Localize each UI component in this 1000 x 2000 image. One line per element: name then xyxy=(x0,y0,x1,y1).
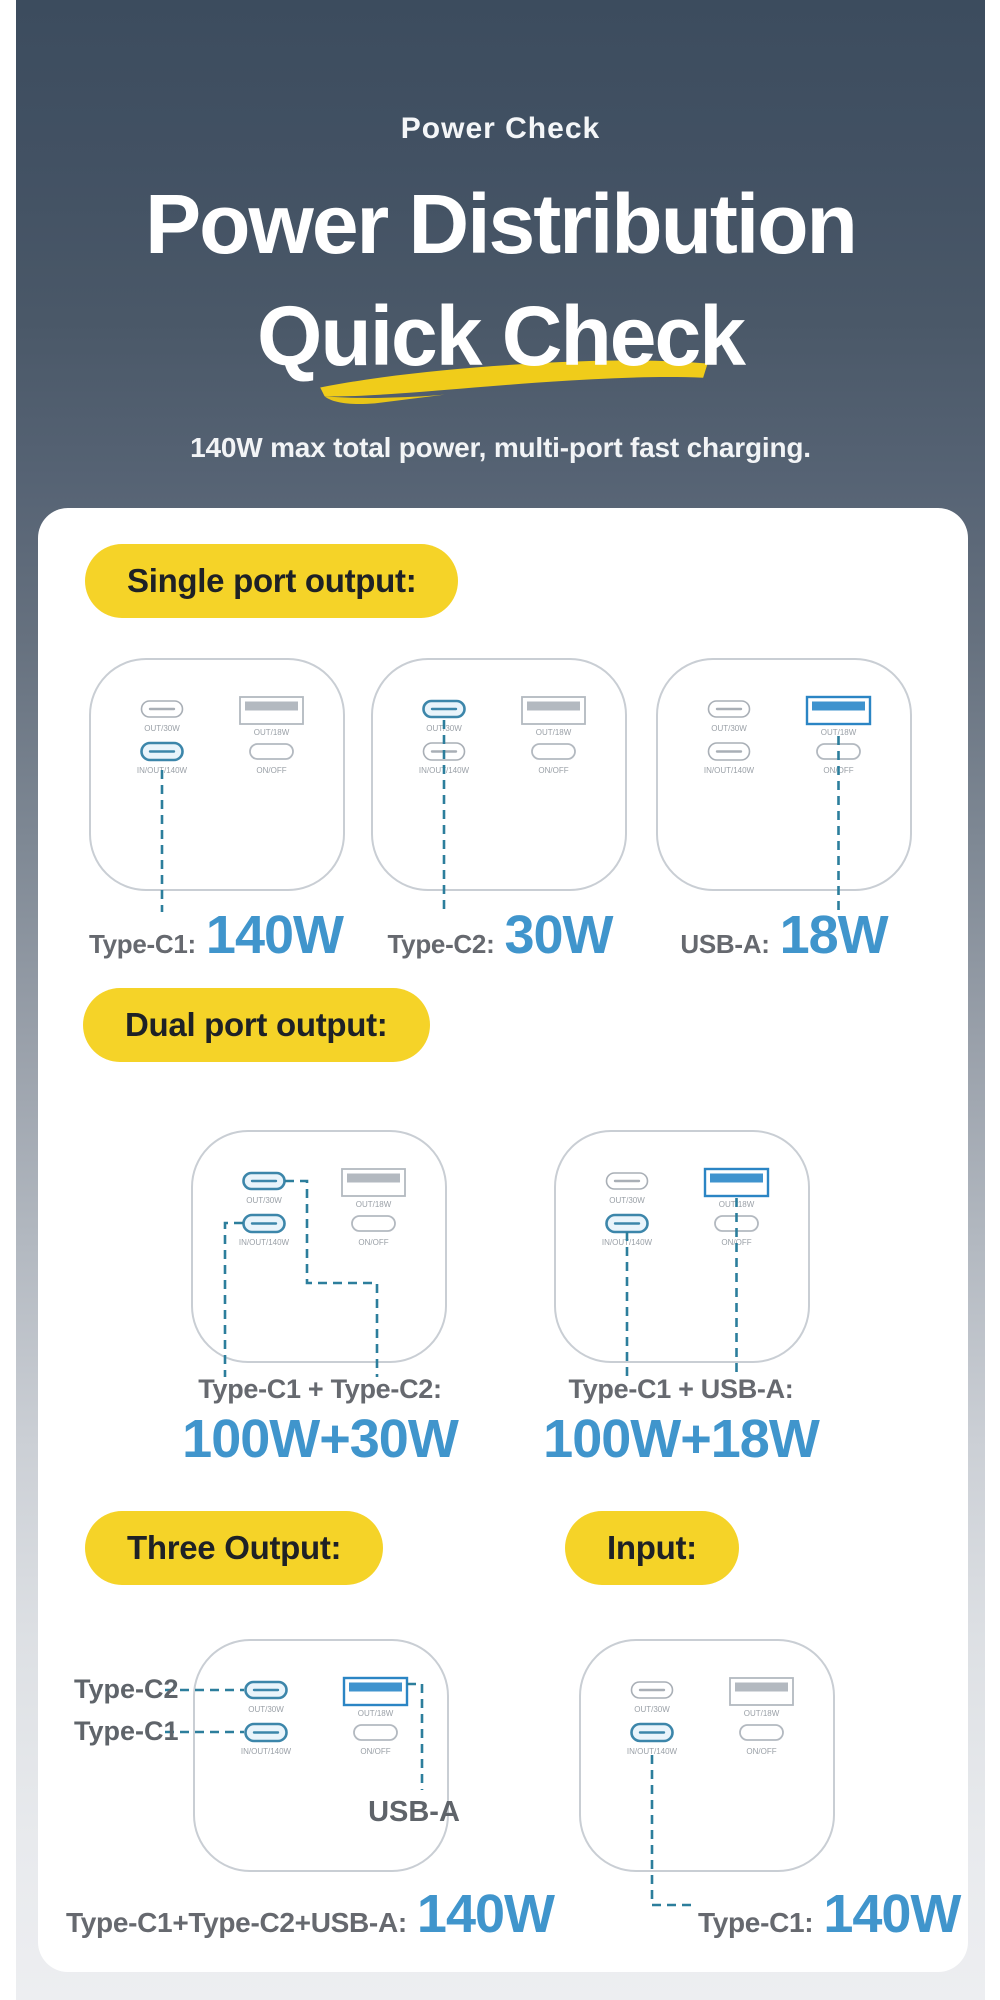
caption-label: Type-C1: xyxy=(89,929,196,959)
typec-top-port-icon xyxy=(140,700,184,718)
onoff-button-icon xyxy=(351,1215,396,1232)
typec-top-label: OUT/30W xyxy=(609,1196,645,1205)
section-pill-single: Single port output: xyxy=(85,544,459,618)
charger-panel-three-output: OUT/30W IN/OUT/140W OUT/18W ON/OFF xyxy=(193,1639,449,1872)
typec-bottom-label: IN/OUT/140W xyxy=(704,766,755,775)
usba-port-icon xyxy=(521,696,586,725)
content-card: Single port output: Dual port output: Th… xyxy=(38,508,968,1972)
typec-bottom-label: IN/OUT/140W xyxy=(602,1238,653,1247)
typec-bottom-port-icon xyxy=(140,741,184,762)
caption-value: 140W xyxy=(416,1884,555,1944)
typec-bottom-port-icon xyxy=(707,742,751,761)
caption-dual-c1c2-value: 100W+30W xyxy=(182,1409,459,1469)
caption-single-usba: USB-A: 18W xyxy=(584,904,984,966)
caption-label: Type-C1+Type-C2+USB-A: xyxy=(66,1907,407,1938)
caption-dual-c1usba-label: Type-C1 + USB-A: xyxy=(568,1374,794,1404)
port-tag-type-c1: Type-C1 xyxy=(74,1716,179,1746)
caption-value: 30W xyxy=(504,905,613,965)
usba-port-icon xyxy=(239,696,304,725)
onoff-button-icon xyxy=(739,1724,784,1741)
section-pill-input: Input: xyxy=(565,1511,739,1585)
caption-input: Type-C1: 140W xyxy=(698,1883,961,1945)
caption-label: Type-C1: xyxy=(698,1907,814,1938)
page-title-line1: Power Distribution xyxy=(145,177,858,271)
charger-panel-input: OUT/30W IN/OUT/140W OUT/18W ON/OFF xyxy=(579,1639,835,1872)
usba-label: OUT/18W xyxy=(744,1709,780,1718)
caption-dual-c1c2-label: Type-C1 + Type-C2: xyxy=(198,1374,442,1404)
typec-top-label: OUT/30W xyxy=(248,1705,284,1714)
typec-bottom-label: IN/OUT/140W xyxy=(137,766,188,775)
typec-top-port-icon xyxy=(630,1681,674,1699)
usba-label: OUT/18W xyxy=(356,1200,392,1209)
onoff-label: ON/OFF xyxy=(360,1747,390,1756)
port-tag-type-c2: Type-C2 xyxy=(74,1674,179,1704)
caption-value: 18W xyxy=(779,905,889,965)
usba-label: OUT/18W xyxy=(719,1200,755,1209)
usba-port-icon xyxy=(341,1168,406,1197)
typec-bottom-label: IN/OUT/140W xyxy=(239,1238,290,1247)
typec-bottom-label: IN/OUT/140W xyxy=(419,766,470,775)
brush-highlight xyxy=(320,360,708,405)
typec-top-port-icon xyxy=(707,700,751,718)
typec-top-port-icon xyxy=(422,699,466,719)
onoff-label: ON/OFF xyxy=(256,766,286,775)
charger-panel-dual-c1c2: OUT/30W IN/OUT/140W OUT/18W ON/OFF xyxy=(191,1130,447,1363)
onoff-button-icon xyxy=(353,1724,398,1741)
typec-bottom-label: IN/OUT/140W xyxy=(627,1747,678,1756)
usba-label: OUT/18W xyxy=(358,1709,394,1718)
typec-top-label: OUT/30W xyxy=(711,724,747,733)
caption-label: Type-C2: xyxy=(387,929,495,959)
usba-port-icon xyxy=(342,1676,409,1707)
section-pill-dual: Dual port output: xyxy=(83,988,430,1062)
typec-bottom-port-icon xyxy=(422,742,466,761)
poster-background: Power Check Power Distribution Quick Che… xyxy=(16,0,985,2000)
page-title: Power Distribution Quick Check xyxy=(16,168,985,392)
caption-single-c2: Type-C2: 30W xyxy=(300,904,700,966)
onoff-label: ON/OFF xyxy=(721,1238,751,1247)
page-title-line2: Quick Check xyxy=(257,289,746,383)
caption-three-output: Type-C1+Type-C2+USB-A: 140W xyxy=(66,1883,555,1945)
typec-top-label: OUT/30W xyxy=(144,724,180,733)
charger-panel-single-c1: OUT/30W IN/OUT/140W OUT/18W ON/OFF xyxy=(89,658,345,891)
typec-top-label: OUT/30W xyxy=(634,1705,670,1714)
caption-label: USB-A: xyxy=(680,929,770,959)
onoff-label: ON/OFF xyxy=(538,766,568,775)
typec-bottom-port-icon xyxy=(242,1213,286,1234)
typec-top-port-icon xyxy=(244,1680,288,1700)
usba-label: OUT/18W xyxy=(536,728,572,737)
charger-panel-single-usba: OUT/30W IN/OUT/140W OUT/18W ON/OFF xyxy=(656,658,912,891)
usba-port-icon xyxy=(729,1677,794,1706)
usba-port-icon xyxy=(805,695,872,726)
onoff-button-icon xyxy=(249,743,294,760)
usba-label: OUT/18W xyxy=(821,728,857,737)
typec-bottom-port-icon xyxy=(244,1722,288,1743)
onoff-button-icon xyxy=(531,743,576,760)
kicker-heading: Power Check xyxy=(400,112,601,145)
usba-label: OUT/18W xyxy=(254,728,290,737)
caption-single-c1: Type-C1: 140W xyxy=(16,904,416,966)
subtitle: 140W max total power, multi-port fast ch… xyxy=(190,432,811,463)
typec-bottom-port-icon xyxy=(605,1213,649,1234)
onoff-label: ON/OFF xyxy=(358,1238,388,1247)
typec-top-port-icon xyxy=(605,1172,649,1190)
section-pill-three: Three Output: xyxy=(85,1511,384,1585)
typec-top-label: OUT/30W xyxy=(426,724,462,733)
onoff-label: ON/OFF xyxy=(823,766,853,775)
onoff-label: ON/OFF xyxy=(746,1747,776,1756)
caption-dual-c1usba-value: 100W+18W xyxy=(543,1409,820,1469)
typec-top-port-icon xyxy=(242,1171,286,1191)
typec-bottom-label: IN/OUT/140W xyxy=(241,1747,292,1756)
usba-port-icon xyxy=(703,1167,770,1198)
onoff-button-icon xyxy=(714,1215,759,1232)
caption-value: 140W xyxy=(823,1884,961,1944)
caption-value: 140W xyxy=(205,905,344,965)
port-tag-usba: USB-A xyxy=(368,1796,460,1828)
onoff-button-icon xyxy=(816,743,861,760)
typec-bottom-port-icon xyxy=(630,1722,674,1743)
charger-panel-single-c2: OUT/30W IN/OUT/140W OUT/18W ON/OFF xyxy=(371,658,627,891)
typec-top-label: OUT/30W xyxy=(246,1196,282,1205)
charger-panel-dual-c1usba: OUT/30W IN/OUT/140W OUT/18W ON/OFF xyxy=(554,1130,810,1363)
